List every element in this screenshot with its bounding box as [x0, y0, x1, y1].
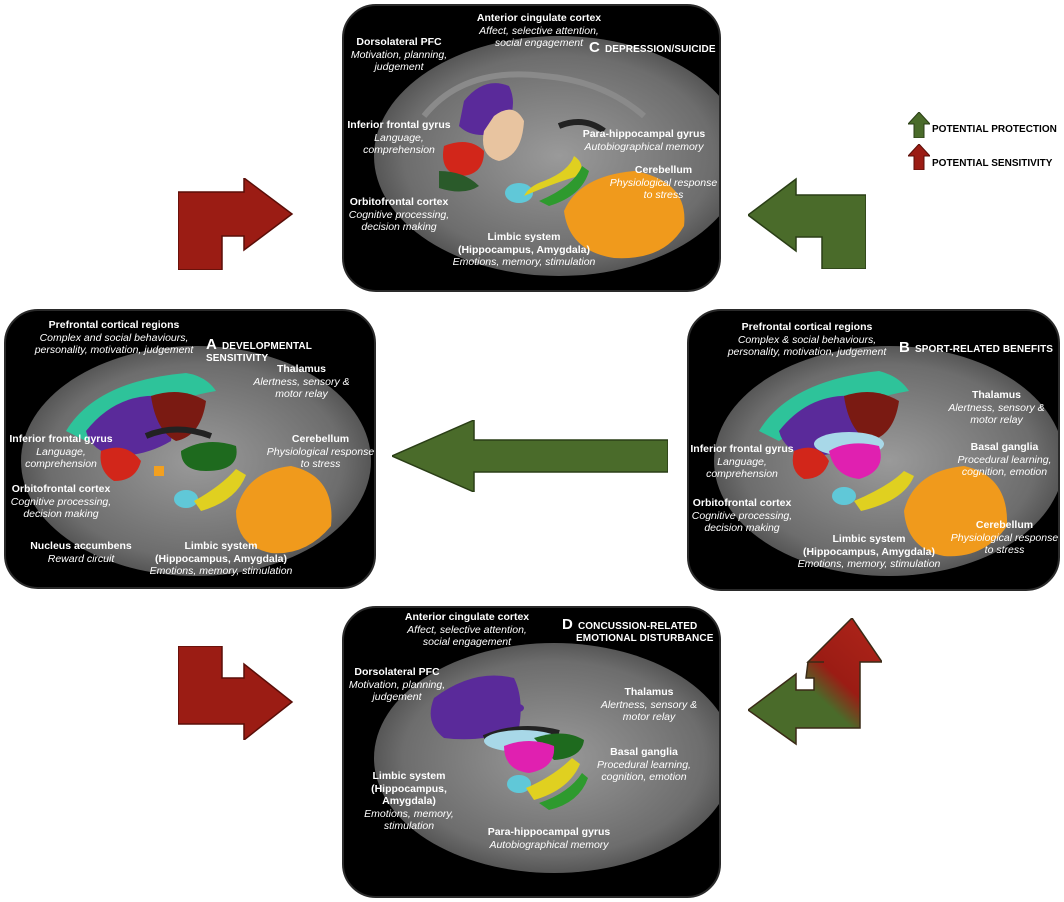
brain-image-c — [374, 36, 719, 276]
arrow-red-a-to-c — [178, 178, 294, 270]
legend-sensitivity-label: POTENTIAL SENSITIVITY — [932, 158, 1053, 169]
brain-image-a — [21, 346, 371, 576]
arrow-green-b-to-c — [748, 177, 866, 269]
label-limbic-system: Limbic system(Hippocampus, Amygdala)Emot… — [797, 533, 941, 570]
arrow-red-a-to-d — [178, 646, 294, 740]
label-limbic-system: Limbic system(Hippocampus, Amygdala)Emot… — [364, 770, 454, 832]
label-limbic-system: Limbic system(Hippocampus, Amygdala)Emot… — [452, 231, 596, 268]
legend: POTENTIAL PROTECTION POTENTIAL SENSITIVI… — [908, 108, 1058, 174]
legend-protection-label: POTENTIAL PROTECTION — [932, 124, 1057, 135]
legend-green-arrow-icon — [908, 112, 930, 138]
arrow-green-b-to-a — [392, 420, 668, 492]
legend-red-arrow-icon — [908, 144, 930, 170]
brain-image-b — [714, 346, 1058, 576]
brain-image-d — [374, 643, 719, 873]
label-limbic-system: Limbic system(Hippocampus, Amygdala)Emot… — [149, 540, 293, 577]
arrow-mixed-d-b — [748, 618, 882, 746]
